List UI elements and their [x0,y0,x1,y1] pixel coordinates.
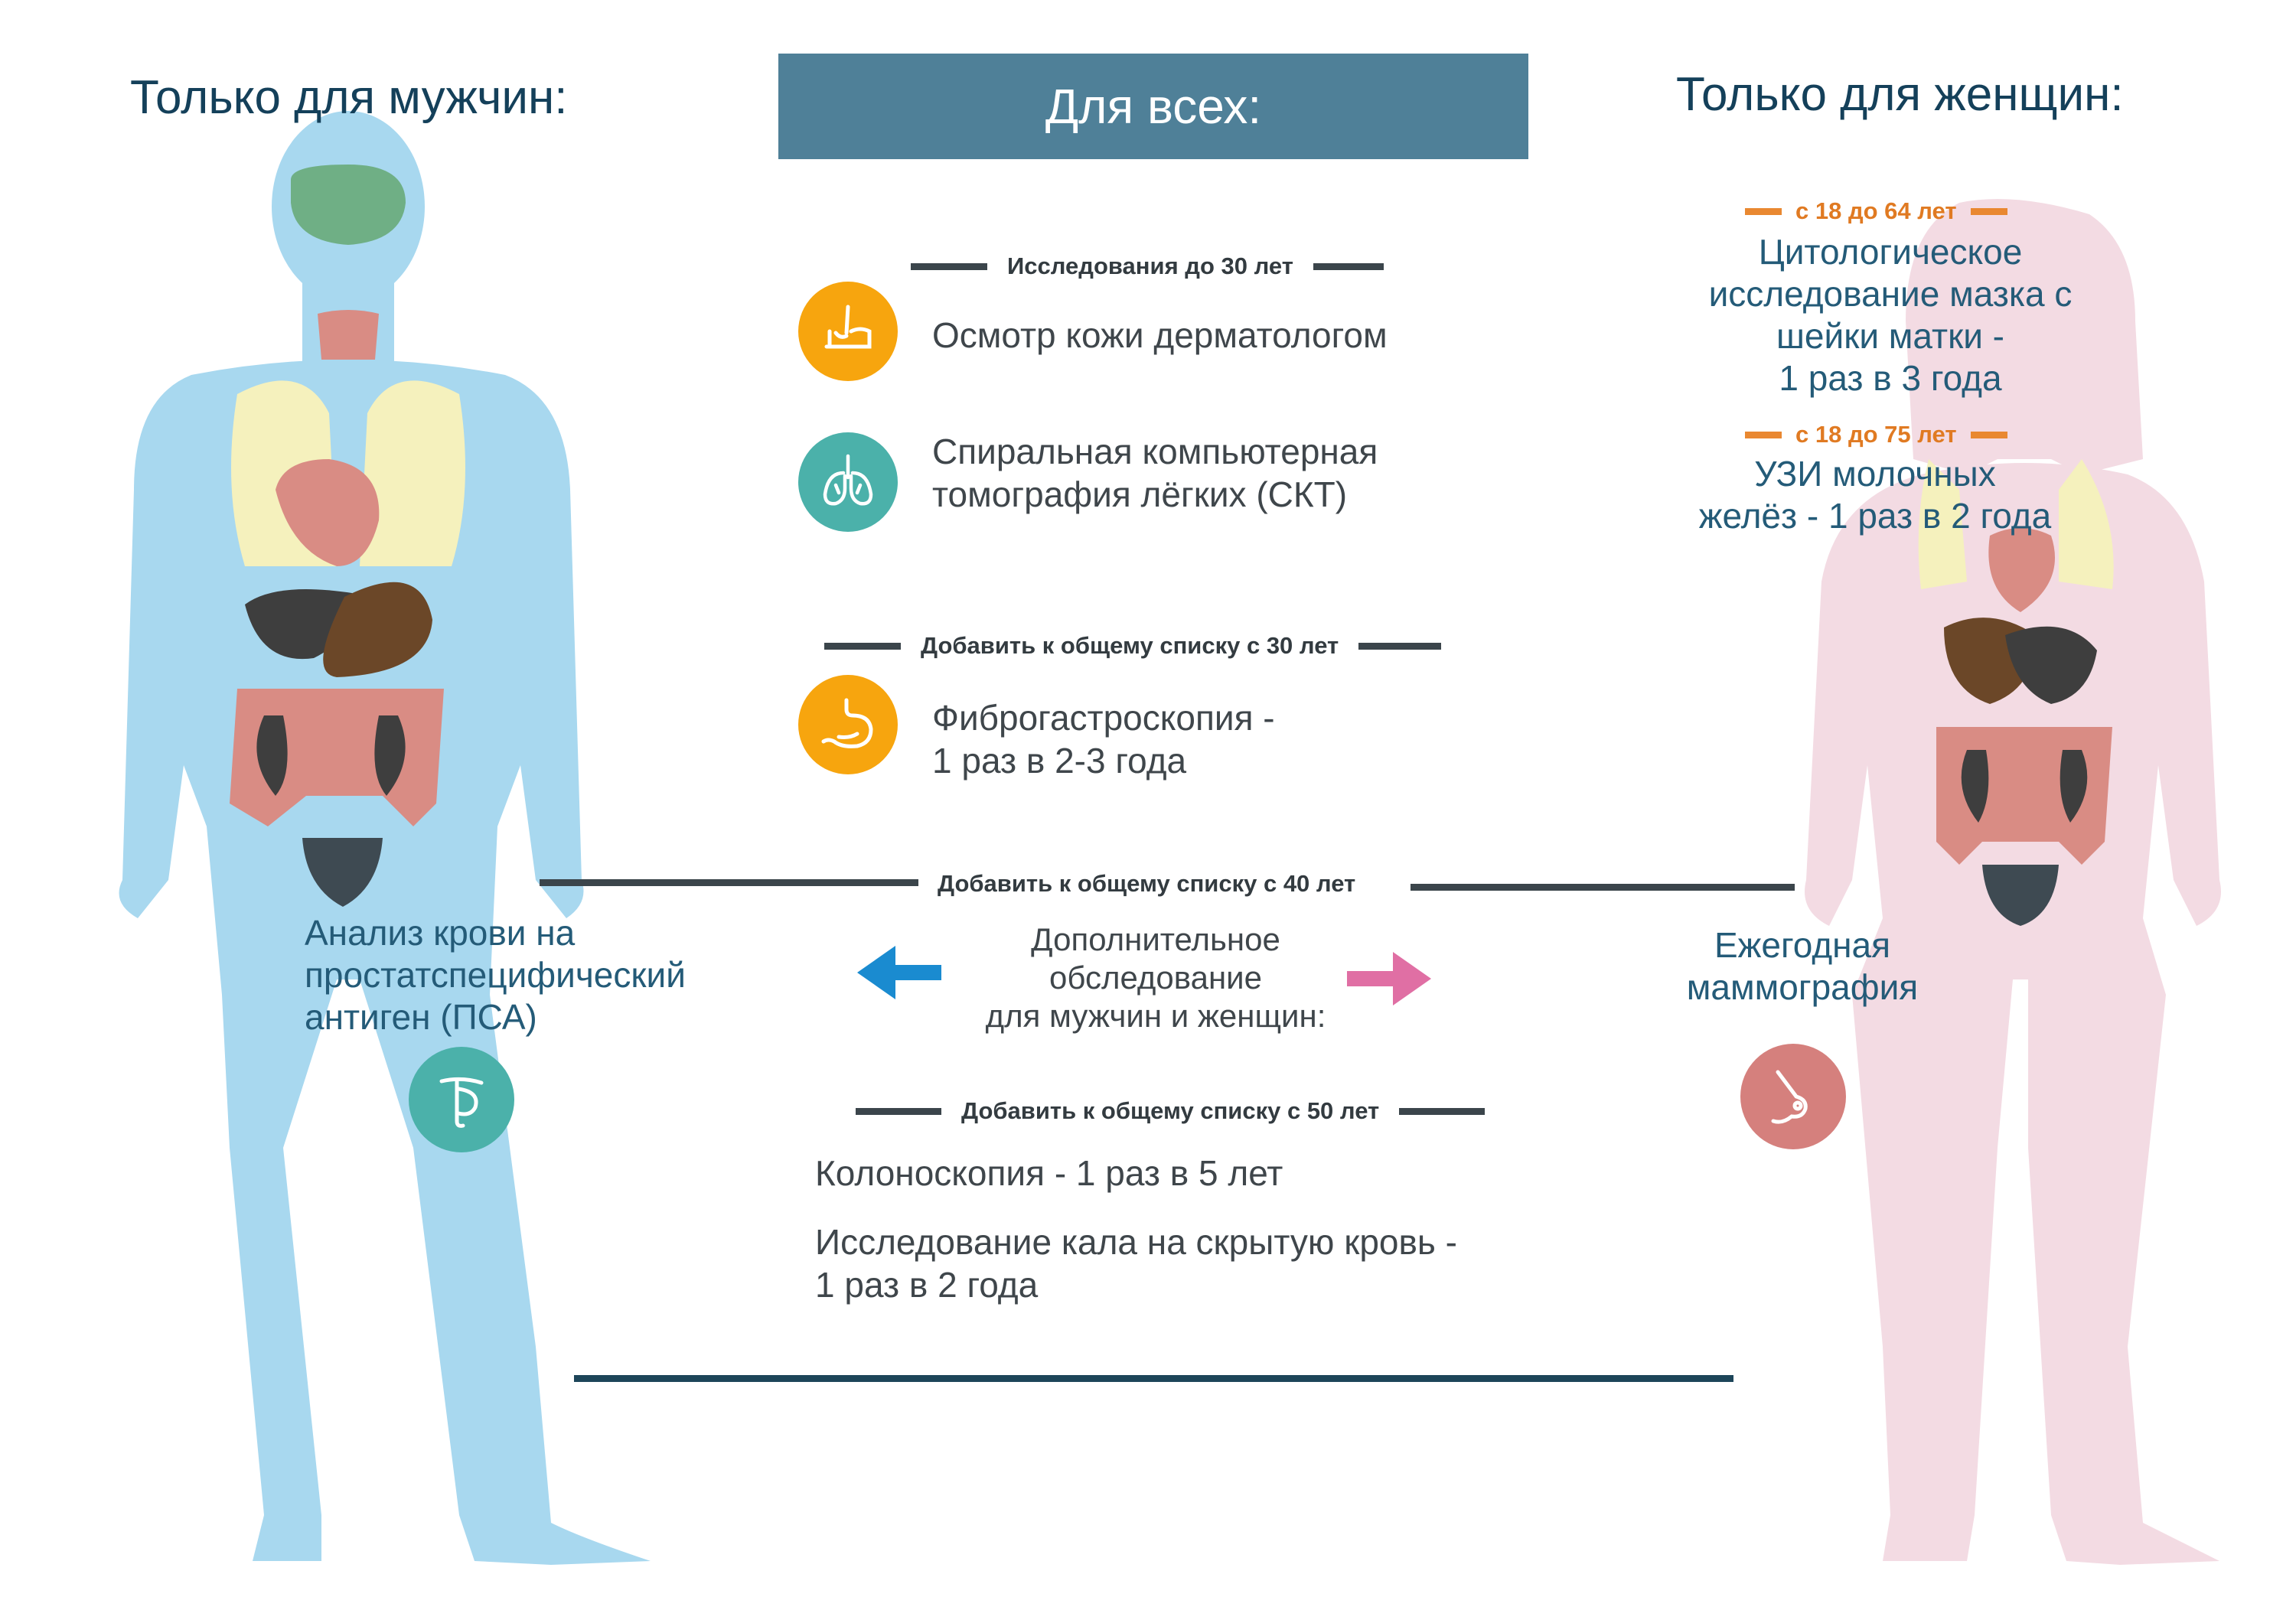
cytology-line: исследование мазка с [1708,274,2073,314]
colonoscopy-text: Колоноскопия - 1 раз в 5 лет [815,1153,1283,1193]
heading-label: Добавить к общему списку с 50 лет [961,1097,1380,1124]
mammography-line: маммография [1686,967,1919,1007]
section-heading-from-40: Добавить к общему списку с 40 лет [938,870,1356,897]
additional-line: Дополнительное [1031,921,1280,957]
mammography-line: Ежегодная [1714,925,1891,965]
for-everyone-title: Для всех: [1045,79,1262,134]
female-organs [1918,459,2114,926]
occult-blood-line: Исследование кала на скрытую кровь - [815,1222,1457,1262]
cytology-line: Цитологическое [1758,232,2023,272]
bottom-divider [574,1375,1733,1382]
fgs-frequency: 1 раз в 2-3 года [932,741,1187,781]
heading-label: Добавить к общему списку с 30 лет [921,632,1339,659]
divider-left-40 [540,879,918,886]
psa-line: Анализ крови на [305,913,576,953]
heading-rule [911,262,987,270]
cytology-line: шейки матки - [1776,316,2004,356]
lung-ct-line: томография лёгких (СКТ) [932,474,1348,514]
skin-exam-text: Осмотр кожи дерматологом [932,315,1388,355]
heading-label: Исследования до 30 лет [1007,253,1293,279]
psa-test-text: Анализ крови на простатспецифический ант… [305,912,686,1038]
age-rule-right [1970,431,2007,438]
psa-line: антиген (ПСА) [305,997,537,1037]
ultrasound-frequency: желёз - 1 раз в 2 года [1698,496,2052,536]
arrow-right-icon [1347,952,1431,1005]
divider-right-40 [1411,884,1795,891]
age-range-label: с 18 до 64 лет [1795,197,1957,224]
mammography-text: Ежегодная маммография [1668,924,1936,1009]
ultrasound-line: УЗИ молочных [1754,454,1996,494]
cytology-exam: Цитологическое исследование мазка с шейк… [1676,231,2105,399]
female-body-silhouette [1805,199,2221,1565]
prostate-icon [409,1047,514,1152]
age-rule-left [1745,207,1782,215]
lung-ct-line: Спиральная компьютерная [932,432,1378,471]
cytology-frequency: 1 раз в 3 года [1779,358,2002,398]
fgs-text: Фиброгастроскопия - 1 раз в 2-3 года [932,696,1275,782]
skin-icon [798,282,898,381]
age-rule-right [1970,207,2007,215]
additional-line: для мужчин и женщин: [985,998,1326,1034]
additional-exam-text: Дополнительное обследование для мужчин и… [949,921,1362,1035]
occult-blood-test-text: Исследование кала на скрытую кровь - 1 р… [815,1221,1457,1306]
men-only-title: Только для мужчин: [130,71,568,124]
age-range-18-75: с 18 до 75 лет [1745,421,2007,448]
heading-rule [824,642,901,650]
age-rule-left [1745,431,1782,438]
breast-icon [1740,1044,1846,1149]
section-heading-from-50: Добавить к общему списку с 50 лет [856,1097,1486,1125]
male-organs [230,165,465,907]
section-heading-under-30: Исследования до 30 лет [911,253,1384,280]
age-range-18-64: с 18 до 64 лет [1745,197,2007,225]
additional-line: обследование [1049,960,1262,996]
fgs-line: Фиброгастроскопия - [932,698,1275,738]
women-only-title: Только для женщин: [1676,68,2124,121]
breast-ultrasound: УЗИ молочных желёз - 1 раз в 2 года [1676,453,2074,537]
for-everyone-banner: Для всех: [778,54,1528,159]
psa-line: простатспецифический [305,955,686,995]
male-body-silhouette [119,111,651,1565]
stomach-icon [798,675,898,774]
heading-rule [1399,1107,1486,1115]
heading-rule [1313,262,1384,270]
section-heading-from-30: Добавить к общему списку с 30 лет [824,632,1442,660]
heading-rule [1358,642,1442,650]
age-range-label: с 18 до 75 лет [1795,421,1957,448]
heading-rule [856,1107,941,1115]
arrow-left-icon [857,946,941,999]
occult-blood-frequency: 1 раз в 2 года [815,1265,1039,1305]
lung-ct-text: Спиральная компьютерная томография лёгки… [932,430,1378,516]
lungs-icon [798,432,898,532]
